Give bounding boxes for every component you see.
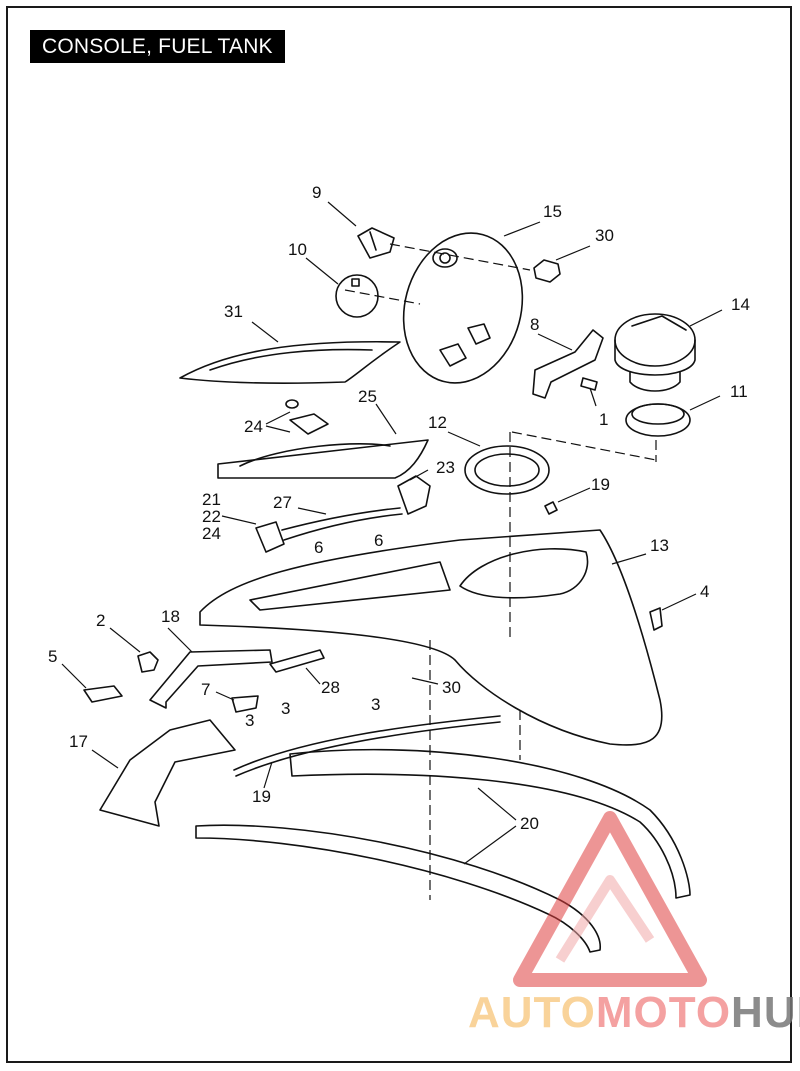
callout-2: 2: [96, 611, 105, 630]
callout-19: 19: [252, 787, 271, 806]
callout-6a: 6: [314, 538, 323, 557]
callout-15: 15: [543, 202, 562, 221]
callout-16: 19: [591, 475, 610, 494]
callout-24: 24: [202, 524, 221, 543]
callout-25: 24: [244, 417, 263, 436]
callout-18: 18: [161, 607, 180, 626]
part-7-clip: [231, 695, 259, 713]
callout-17: 17: [69, 732, 88, 751]
part-14-cap: [614, 313, 696, 367]
part-23-connector: [397, 475, 431, 515]
callout-28: 28: [321, 678, 340, 697]
part-17-bracket: [99, 719, 236, 827]
part-28-plate: [269, 649, 325, 673]
watermark-logo: [513, 811, 707, 987]
part-13-console: [199, 529, 663, 746]
part-9-fitting: [357, 227, 395, 259]
callout-6b: 6: [374, 531, 383, 550]
callout-9: 9: [312, 183, 321, 202]
part-19-hose: [233, 715, 501, 771]
part-18-bracket: [149, 649, 273, 709]
part-5-clip: [83, 685, 123, 703]
part-21-harness: [255, 521, 285, 553]
part-20-trim-b: [195, 824, 601, 953]
callout-5: 5: [48, 647, 57, 666]
callout-30b: 30: [442, 678, 461, 697]
callout-3a: 3: [245, 711, 254, 730]
page-title: CONSOLE, FUEL TANK: [30, 30, 285, 63]
callout-31: 31: [224, 302, 243, 321]
part-31-trim: [179, 340, 401, 384]
callout-30a: 30: [595, 226, 614, 245]
part-10-disc: [335, 274, 379, 318]
callout-3c: 3: [371, 695, 380, 714]
part-20-trim: [289, 748, 691, 899]
part-15-plate: [402, 232, 524, 384]
callout-3b: 3: [281, 699, 290, 718]
part-1-bolt: [580, 377, 598, 391]
part-8-bracket: [532, 329, 604, 399]
part-2-bolt: [137, 651, 159, 673]
callout-13: 13: [650, 536, 669, 555]
part-25-clip: [289, 413, 329, 435]
callout-4: 4: [700, 582, 709, 601]
callout-7: 7: [201, 680, 210, 699]
callout-8: 8: [530, 315, 539, 334]
part-30-nut: [533, 259, 561, 283]
part-12-ring: [464, 445, 550, 495]
part-4-screw: [649, 607, 663, 631]
part-27-pad: [217, 439, 429, 479]
callout-23: 23: [436, 458, 455, 477]
callout-27b: 27: [273, 493, 292, 512]
diagram-frame: [6, 6, 792, 1063]
callout-14: 14: [731, 295, 750, 314]
watermark-text: AUTOMOTOHUB: [468, 988, 800, 1037]
callout-10: 10: [288, 240, 307, 259]
callout-20: 20: [520, 814, 539, 833]
callout-1: 1: [599, 410, 608, 429]
callout-22: 22: [202, 507, 221, 526]
callout-11: 11: [730, 382, 748, 401]
callout-21: 21: [202, 490, 221, 509]
part-16-pin: [544, 501, 558, 515]
callout-27a: 25: [358, 387, 377, 406]
callout-12: 12: [428, 413, 447, 432]
